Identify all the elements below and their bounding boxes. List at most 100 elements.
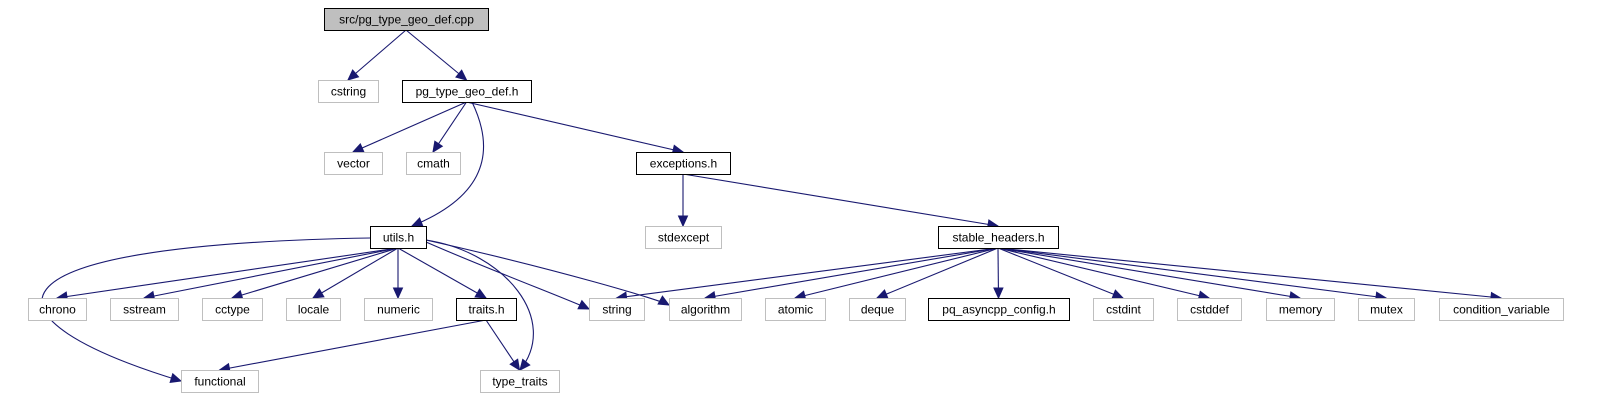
node-numeric: numeric — [364, 298, 433, 321]
edge-line — [682, 173, 999, 227]
edge-traits_h-to-type_traits — [485, 319, 521, 372]
edge-pg_type_geo_def_h-to-cmath — [432, 101, 467, 154]
node-locale: locale — [286, 298, 341, 321]
edge-line — [794, 247, 999, 299]
edge-stable_headers_h-to-algorithm — [703, 247, 999, 302]
edge-utils_h-to-cctype — [230, 247, 399, 301]
node-label: cmath — [417, 157, 450, 171]
node-label: cctype — [215, 303, 250, 317]
node-label: locale — [298, 303, 330, 317]
edge-line — [997, 247, 1301, 299]
edge-line — [876, 247, 999, 299]
node-box — [645, 226, 722, 249]
node-cstring: cstring — [318, 80, 379, 103]
node-label: functional — [194, 375, 245, 389]
edge-line — [143, 247, 399, 299]
node-functional: functional — [181, 370, 259, 393]
node-memory: memory — [1266, 298, 1335, 321]
edge-stable_headers_h-to-string — [615, 247, 999, 302]
edge-stable_headers_h-to-cstddef — [997, 247, 1211, 301]
node-box — [765, 298, 826, 321]
edge-arrowhead — [677, 215, 689, 228]
node-exceptions-h[interactable]: exceptions.h — [636, 152, 731, 175]
edge-arrowhead — [474, 288, 488, 299]
node-label: mutex — [1370, 303, 1403, 317]
node-traits-h[interactable]: traits.h — [456, 298, 517, 321]
node-box — [318, 80, 379, 103]
edge-pg_type_geo_def_h-to-utils_h — [410, 101, 485, 227]
node-label: memory — [1279, 303, 1322, 317]
node-label: stable_headers.h — [952, 231, 1044, 245]
edge-line — [347, 29, 407, 81]
edge-stable_headers_h-to-pq_asyncpp_config_h — [993, 247, 1004, 300]
edge-line — [411, 101, 485, 227]
edge-arrowhead — [577, 299, 591, 310]
node-pq-asyncpp-config-h[interactable]: pq_asyncpp_config.h — [928, 298, 1070, 321]
node-box — [1358, 298, 1415, 321]
node-utils-h[interactable]: utils.h — [370, 226, 427, 249]
node-box — [669, 298, 742, 321]
edge-arrowhead — [509, 358, 521, 372]
edge-exceptions_h-to-stdexcept — [677, 174, 689, 228]
node-box — [589, 298, 645, 321]
node-box — [849, 298, 906, 321]
edge-line — [352, 101, 467, 153]
node-box — [28, 298, 87, 321]
edge-arrowhead — [657, 295, 671, 306]
node-box — [938, 226, 1059, 249]
node-label: exceptions.h — [650, 157, 717, 171]
edge-utils_h-to-traits_h — [397, 247, 488, 299]
node-box — [928, 298, 1070, 321]
node-label: traits.h — [468, 303, 504, 317]
node-deque: deque — [849, 298, 906, 321]
edge-arrowhead — [347, 69, 360, 81]
node-label: pg_type_geo_def.h — [416, 85, 519, 99]
node-box — [324, 152, 383, 175]
node-atomic: atomic — [765, 298, 826, 321]
node-pg-type-geo-def-h[interactable]: pg_type_geo_def.h — [402, 80, 532, 103]
node-box — [1177, 298, 1242, 321]
node-box — [286, 298, 341, 321]
node-label: deque — [861, 303, 895, 317]
edge-stable_headers_h-to-atomic — [793, 247, 999, 301]
edge-exceptions_h-to-stable_headers_h — [682, 173, 1000, 230]
edge-utils_h-to-locale — [311, 247, 399, 299]
node-box — [480, 370, 560, 393]
node-cmath: cmath — [406, 152, 461, 175]
node-label: pq_asyncpp_config.h — [942, 303, 1055, 317]
node-condition-variable: condition_variable — [1439, 298, 1564, 321]
edge-line — [231, 247, 399, 299]
node-label: sstream — [123, 303, 166, 317]
edge-utils_h-to-string — [425, 241, 591, 310]
edge-arrowhead — [169, 372, 183, 383]
node-stable-headers-h[interactable]: stable_headers.h — [938, 226, 1059, 249]
edge-arrowhead — [392, 287, 404, 300]
edge-line — [466, 101, 684, 153]
edge-arrowhead — [875, 289, 889, 299]
node-box — [324, 8, 489, 31]
edge-utils_h-to-type_traits — [425, 239, 534, 371]
node-type-traits: type_traits — [480, 370, 560, 393]
node-box — [1439, 298, 1564, 321]
node-box — [1093, 298, 1154, 321]
edge-line — [56, 247, 399, 299]
edge-stable_headers_h-to-memory — [997, 247, 1302, 302]
edge-arrowhead — [455, 69, 468, 81]
edge-line — [616, 247, 999, 299]
node-box — [456, 298, 517, 321]
node-label: cstring — [331, 85, 366, 99]
node-label: vector — [337, 157, 370, 171]
edge-traits_h-to-functional — [218, 319, 487, 374]
node-root[interactable]: src/pg_type_geo_def.cpp — [324, 8, 489, 31]
edge-utils_h-to-functional — [41, 237, 371, 383]
edge-root-to-cstring — [347, 29, 407, 81]
node-box — [202, 298, 263, 321]
edge-utils_h-to-numeric — [392, 248, 404, 300]
node-cctype: cctype — [202, 298, 263, 321]
node-box — [110, 298, 179, 321]
edge-line — [997, 247, 1387, 299]
node-box — [406, 152, 461, 175]
edge-stable_headers_h-to-condition_variable — [997, 247, 1503, 303]
node-cstdint: cstdint — [1093, 298, 1154, 321]
